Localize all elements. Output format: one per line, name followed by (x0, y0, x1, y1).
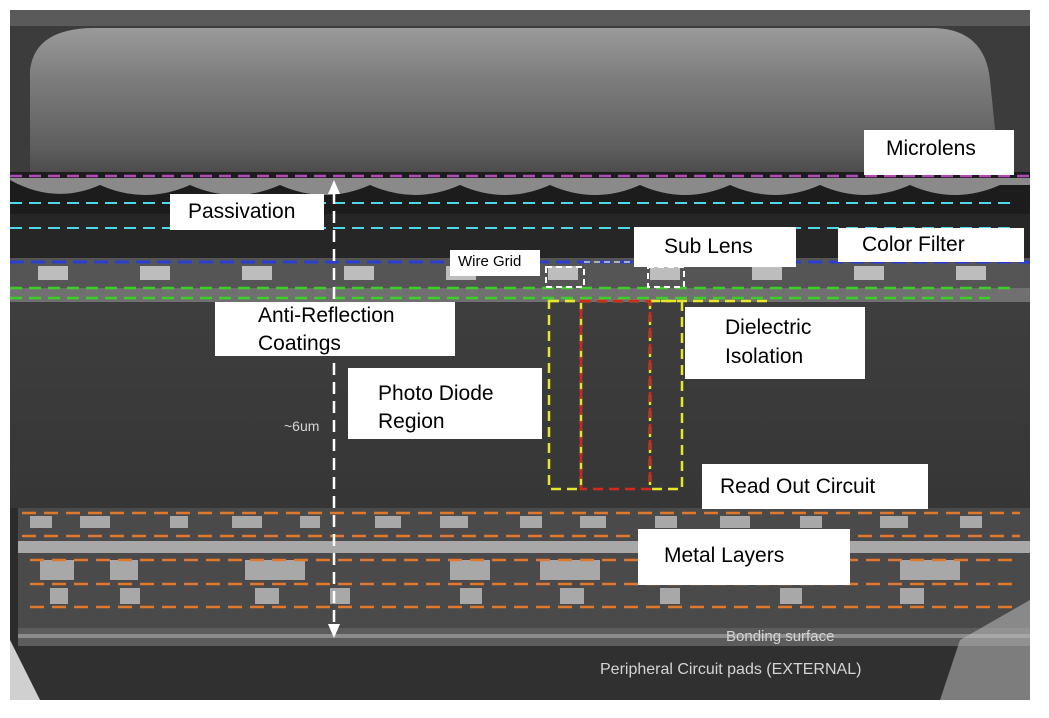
sub-lens-label: Sub Lens (634, 227, 796, 267)
thickness-arrow-top (328, 180, 340, 194)
anti-reflection-label: Anti-Reflection Coatings (215, 302, 455, 356)
thickness-label: ~6um (284, 418, 320, 434)
microlens-bumps (10, 178, 1030, 195)
photo-diode-text-line2: Region (378, 410, 445, 433)
top-cap (30, 28, 1000, 178)
photodiode-box (579, 299, 652, 491)
passivation-text: Passivation (188, 200, 296, 223)
color-filter-label: Color Filter (838, 228, 1024, 262)
read-out-circuit-label: Read Out Circuit (702, 464, 928, 509)
read-out-text: Read Out Circuit (720, 475, 876, 498)
metal-layers-label: Metal Layers (638, 529, 850, 585)
metal-layer-lines (22, 511, 1020, 609)
peripheral-pads-label: Peripheral Circuit pads (EXTERNAL) (600, 661, 862, 678)
bonding-surface-label: Bonding surface (726, 628, 835, 645)
photo-diode-text-line1: Photo Diode (378, 382, 494, 405)
metal-layers-text: Metal Layers (664, 544, 785, 567)
anti-reflection-text-line1: Anti-Reflection (258, 304, 395, 327)
microlens-text: Microlens (886, 137, 976, 160)
thickness-arrow-bottom (328, 624, 340, 638)
wire-grid-box-left (545, 266, 585, 288)
sub-lens-blocks (38, 266, 986, 280)
dielectric-text-line1: Dielectric (725, 316, 812, 339)
dielectric-isolation-label: Dielectric Isolation (685, 307, 865, 379)
anti-reflection-text-line2: Coatings (258, 332, 341, 355)
photo-diode-label: Photo Diode Region (348, 368, 542, 439)
wire-grid-box-right (647, 266, 685, 288)
sub-lens-text: Sub Lens (664, 235, 753, 258)
wire-grid-label: Wire Grid (450, 250, 540, 276)
dielectric-text-line2: Isolation (725, 345, 804, 368)
passivation-label: Passivation (170, 194, 324, 230)
wire-grid-text: Wire Grid (458, 253, 522, 270)
microlens-label: Microlens (864, 130, 1014, 175)
color-filter-text: Color Filter (862, 233, 965, 256)
